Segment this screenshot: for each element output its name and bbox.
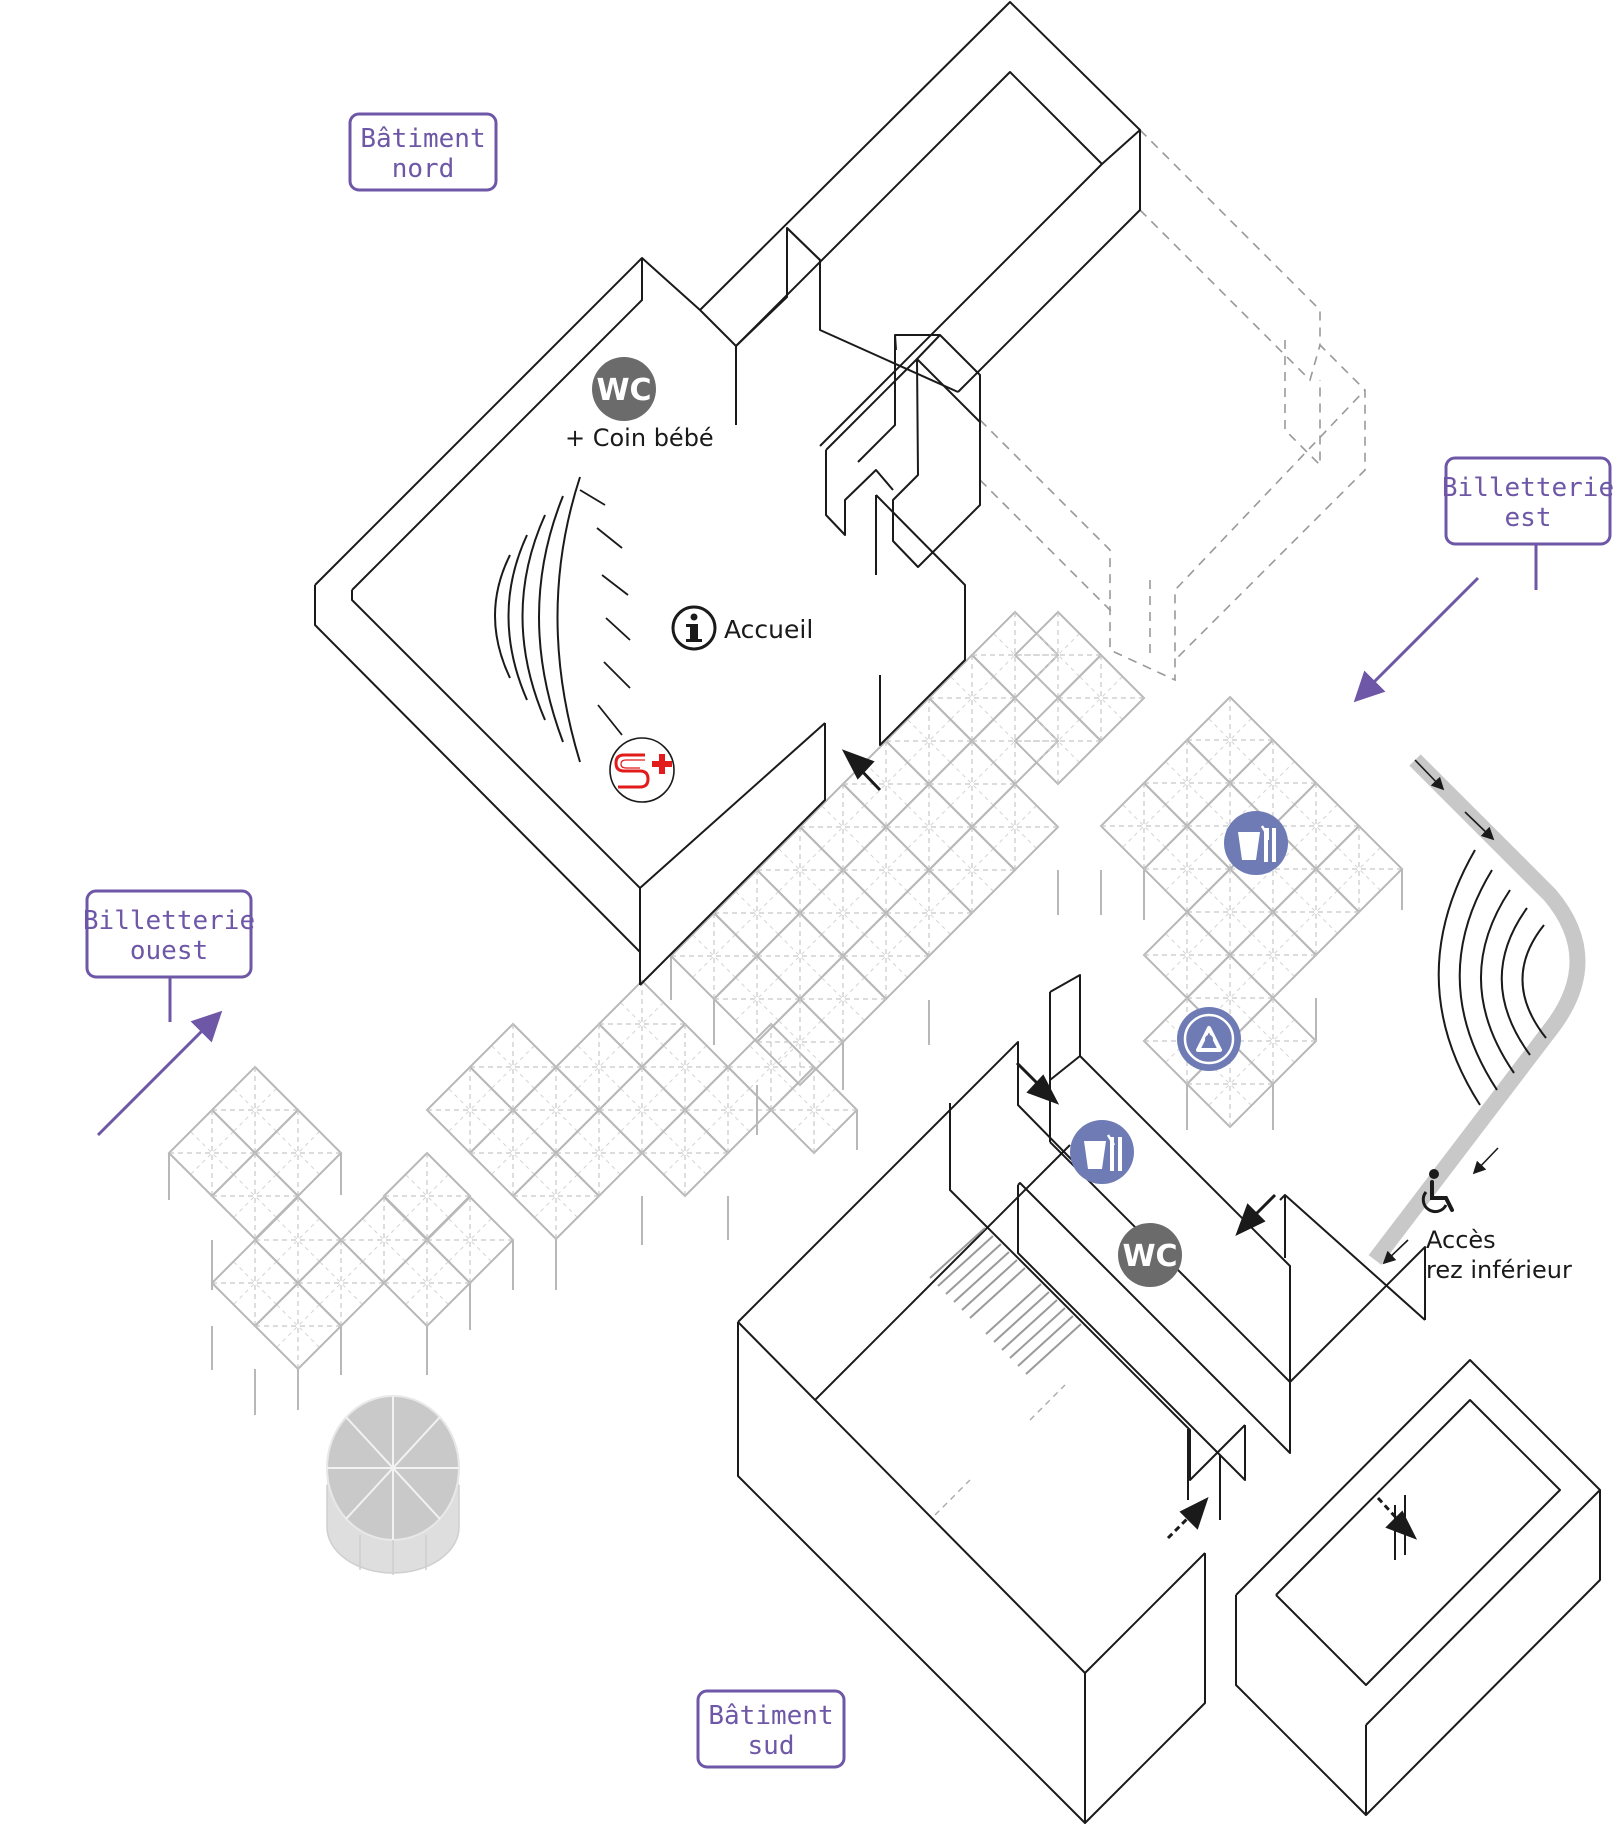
access-ramp bbox=[1368, 754, 1586, 1265]
svg-text:est: est bbox=[1505, 503, 1552, 533]
building-south bbox=[737, 974, 1601, 1824]
access-label-line1: Accès bbox=[1426, 1226, 1496, 1254]
planned-structure bbox=[979, 129, 1366, 682]
canopy-grid bbox=[168, 611, 1403, 1415]
arrival-arrow-east bbox=[1353, 576, 1480, 703]
wc-north-label: WC bbox=[596, 373, 651, 408]
food-icon bbox=[1224, 811, 1288, 875]
svg-text:Billetterie: Billetterie bbox=[83, 906, 255, 936]
baby-corner-label: + Coin bébé bbox=[565, 424, 714, 452]
zone-label-east: Billetterie est bbox=[1442, 456, 1614, 546]
auditorium-seating bbox=[494, 476, 631, 763]
svg-text:ouest: ouest bbox=[130, 936, 208, 966]
wheelchair-icon bbox=[1421, 1169, 1454, 1214]
zone-label-west: Billetterie ouest bbox=[83, 889, 255, 979]
reception-label: Accueil bbox=[724, 615, 813, 644]
kiosk bbox=[326, 1395, 460, 1575]
svg-text:nord: nord bbox=[392, 154, 455, 184]
info-icon bbox=[671, 605, 717, 651]
access-label-line2: rez inférieur bbox=[1426, 1256, 1572, 1284]
building-north bbox=[314, 1, 1141, 986]
zone-label-north: Bâtiment nord bbox=[348, 112, 498, 192]
svg-text:Billetterie: Billetterie bbox=[1442, 473, 1614, 503]
zone-label-south: Bâtiment sud bbox=[696, 1689, 846, 1769]
svg-text:sud: sud bbox=[748, 1731, 795, 1761]
wc-icon: WC bbox=[592, 357, 656, 421]
wc-south-label: WC bbox=[1122, 1239, 1177, 1274]
wc-icon: WC bbox=[1118, 1223, 1182, 1287]
first-aid-icon bbox=[609, 737, 675, 803]
recycling-icon bbox=[1177, 1007, 1241, 1071]
svg-text:Bâtiment: Bâtiment bbox=[360, 124, 485, 154]
arrival-arrow-west bbox=[96, 1010, 223, 1137]
food-icon bbox=[1070, 1120, 1134, 1184]
entrance-arrow-icon bbox=[841, 749, 1418, 1540]
svg-text:Bâtiment: Bâtiment bbox=[708, 1701, 833, 1731]
